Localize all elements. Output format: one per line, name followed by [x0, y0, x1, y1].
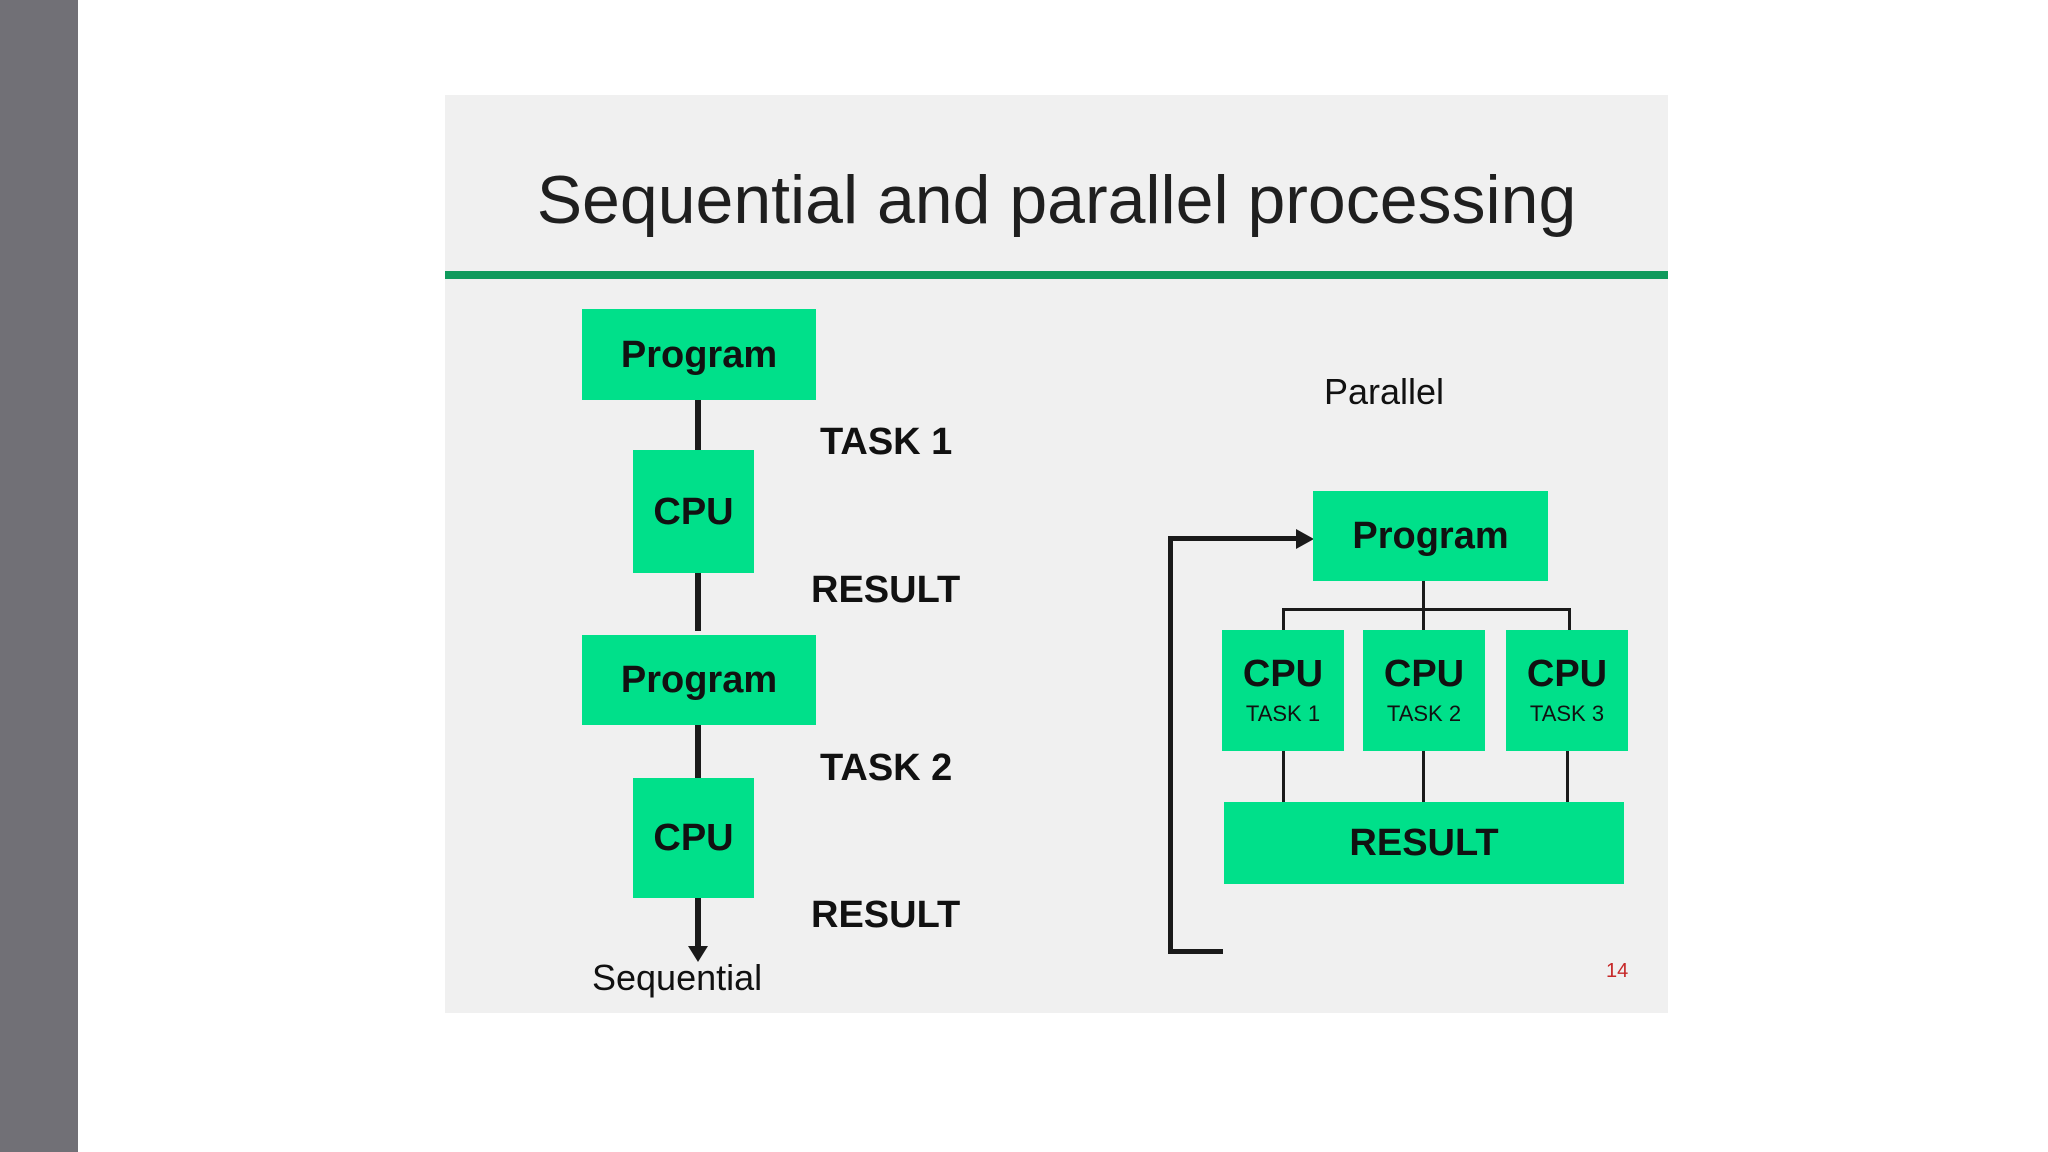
par-loop-vertical [1168, 536, 1173, 954]
par-distribution-bar [1282, 608, 1571, 611]
seq-result-2-label: RESULT [811, 894, 961, 936]
slide: Sequential and parallel processing Progr… [445, 95, 1668, 1013]
seq-task-1-label: TASK 1 [820, 421, 953, 463]
par-collect-1 [1282, 751, 1285, 802]
page-number: 14 [1606, 960, 1629, 982]
seq-cpu-label-1: CPU [653, 490, 734, 533]
seq-arrow-down-icon [688, 946, 708, 962]
par-cpu-label-2: CPU [1383, 652, 1465, 695]
par-arrow-right-icon [1296, 529, 1314, 549]
par-cpu-task-2: TASK 2 [1386, 700, 1462, 726]
seq-program-label-1: Program [620, 333, 778, 376]
par-loop-bottom [1168, 949, 1223, 954]
seq-connector-4 [695, 898, 701, 948]
seq-program-box-1: Program [582, 309, 816, 400]
par-cpu-box-2: CPU TASK 2 [1363, 630, 1485, 751]
par-program-stem [1422, 581, 1425, 609]
par-cpu-task-3: TASK 3 [1529, 700, 1605, 726]
par-drop-1 [1282, 608, 1285, 630]
par-program-label: Program [1352, 515, 1509, 557]
seq-task-2-label: TASK 2 [820, 747, 953, 789]
seq-connector-3 [695, 725, 701, 783]
par-collect-3 [1566, 751, 1569, 802]
par-drop-3 [1568, 608, 1571, 630]
slide-title: Sequential and parallel processing [536, 162, 1577, 238]
title-divider [445, 271, 1668, 279]
par-cpu-label-1: CPU [1242, 652, 1324, 695]
seq-cpu-box-2: CPU [633, 778, 754, 898]
seq-program-box-2: Program [582, 635, 816, 725]
par-collect-2 [1422, 751, 1425, 802]
seq-cpu-box-1: CPU [633, 450, 754, 573]
par-drop-2 [1422, 608, 1425, 630]
seq-connector-1 [695, 400, 701, 450]
seq-connector-2 [695, 573, 701, 631]
par-cpu-box-1: CPU TASK 1 [1222, 630, 1344, 751]
parallel-caption: Parallel [1324, 371, 1445, 412]
seq-result-1-label: RESULT [811, 569, 961, 611]
seq-cpu-label-2: CPU [653, 817, 734, 859]
left-sidebar [0, 0, 78, 1152]
par-loop-top [1168, 536, 1298, 541]
seq-program-label-2: Program [620, 659, 778, 701]
par-cpu-box-3: CPU TASK 3 [1506, 630, 1628, 751]
par-cpu-label-3: CPU [1526, 652, 1608, 695]
par-program-box: Program [1313, 491, 1548, 581]
par-cpu-task-1: TASK 1 [1245, 700, 1321, 726]
sequential-caption: Sequential [592, 957, 763, 998]
par-result-box: RESULT [1224, 802, 1624, 884]
par-result-label: RESULT [1349, 822, 1499, 864]
